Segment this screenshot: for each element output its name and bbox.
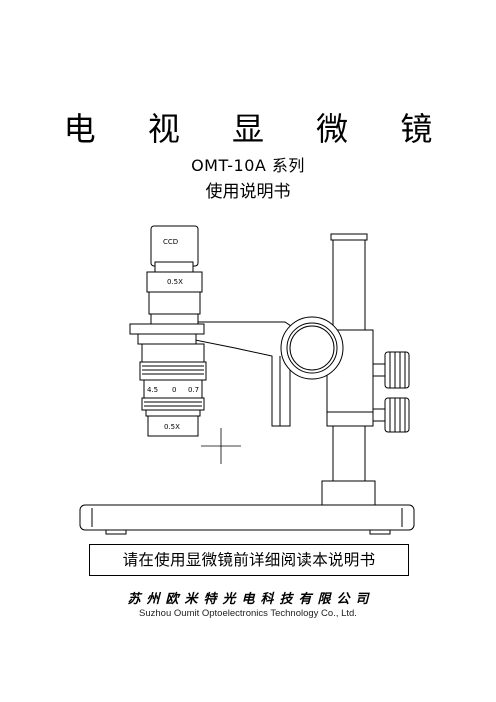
coarse-focus-knob	[372, 351, 410, 389]
model-series: OMT-10A 系列	[191, 156, 305, 175]
company-name-cn: 苏州欧米特光电科技有限公司	[127, 592, 375, 607]
document-title: 电 视 显 微 镜	[63, 110, 454, 148]
zoom-scale-right: 0.7	[188, 386, 199, 394]
zoom-lens-body	[139, 343, 207, 437]
notice-box: 请在使用显微镜前详细阅读本说明书	[89, 544, 409, 576]
adapter-label: 0.5X	[167, 278, 183, 286]
objective-label: 0.5X	[164, 423, 180, 431]
crosshair-marker	[201, 428, 241, 464]
zoom-scale-left: 4.5	[147, 386, 158, 394]
camera-label: CCD	[163, 238, 178, 246]
zoom-scale-mid: 0	[172, 386, 176, 394]
lens-collar	[129, 323, 205, 345]
clamp-ring	[280, 316, 344, 380]
column-foot	[321, 480, 376, 506]
company-name-en: Suzhou Oumit Optoelectronics Technology …	[139, 608, 357, 619]
base-plate	[79, 504, 415, 535]
fine-focus-knob	[372, 397, 410, 433]
manual-subtitle: 使用说明书	[205, 182, 291, 202]
ccd-camera	[146, 225, 203, 325]
